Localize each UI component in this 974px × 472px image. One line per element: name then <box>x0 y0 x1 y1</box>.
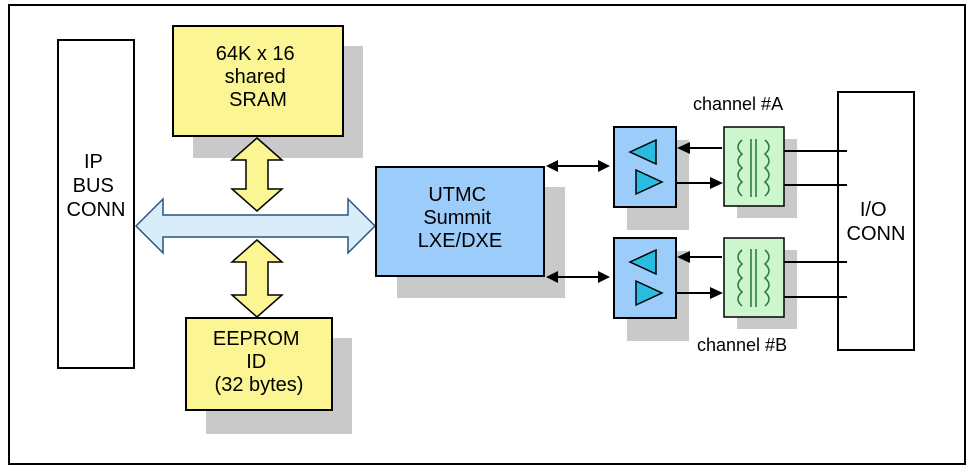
sram-line-2: shared <box>225 66 286 88</box>
transceiver-b-receive-icon <box>628 248 657 276</box>
io-connector-label: I/O CONN <box>847 199 906 245</box>
sram-label: 64K x 16 shared SRAM <box>216 43 301 111</box>
utmc-label: UTMC Summit LXE/DXE <box>418 184 502 252</box>
channel-b-receive-arrow <box>677 251 722 263</box>
sram-to-bus-arrow <box>230 137 284 212</box>
ip-bus-connector <box>57 39 135 369</box>
channel-a-transmit-arrow <box>677 177 723 189</box>
channel-a-label: channel #A <box>693 94 783 114</box>
transceiver-b-transmit-icon <box>635 279 664 307</box>
io-conn-line-1: I/O <box>860 199 887 221</box>
transformer-b <box>723 237 785 318</box>
utmc-block <box>375 166 545 277</box>
io-conn-line-2: CONN <box>847 223 906 245</box>
transformer-a <box>723 126 785 207</box>
utmc-to-transceiver-b-arrow <box>546 271 610 283</box>
channel-a-io-lines <box>784 150 847 186</box>
utmc-line-2: Summit <box>423 207 491 229</box>
io-connector-pins <box>838 150 847 298</box>
ip-bus-line-3: CONN <box>67 199 126 221</box>
utmc-to-transceiver-a-arrow <box>546 160 610 172</box>
eeprom-block <box>185 317 333 411</box>
channel-b-io-lines <box>784 261 847 298</box>
ip-bus-line-2: BUS <box>73 175 114 197</box>
transceiver-a-transmit-icon <box>635 168 664 196</box>
transceiver-a-receive-icon <box>628 138 657 166</box>
eeprom-line-1: EEPROM <box>213 328 300 350</box>
bus-to-eeprom-arrow <box>230 239 284 318</box>
transceiver-b <box>613 237 677 319</box>
channel-a-receive-arrow <box>677 142 722 154</box>
eeprom-line-2: ID <box>246 351 266 373</box>
io-connector <box>837 91 915 351</box>
transformer-a-coil-icon <box>737 139 770 197</box>
sram-line-3: SRAM <box>229 89 287 111</box>
ip-bus-connector-label: IP BUS CONN <box>67 151 126 221</box>
channel-b-label: channel #B <box>697 335 787 355</box>
eeprom-line-3: (32 bytes) <box>215 374 304 396</box>
sram-block <box>172 25 344 137</box>
ip-bus-line-1: IP <box>84 151 103 173</box>
transceiver-a <box>613 126 677 208</box>
sram-line-1: 64K x 16 <box>216 43 295 65</box>
utmc-line-3: LXE/DXE <box>418 230 502 252</box>
utmc-line-1: UTMC <box>428 184 486 206</box>
transformer-b-coil-icon <box>737 249 770 307</box>
eeprom-label: EEPROM ID (32 bytes) <box>213 328 305 396</box>
channel-b-transmit-arrow <box>677 287 723 299</box>
